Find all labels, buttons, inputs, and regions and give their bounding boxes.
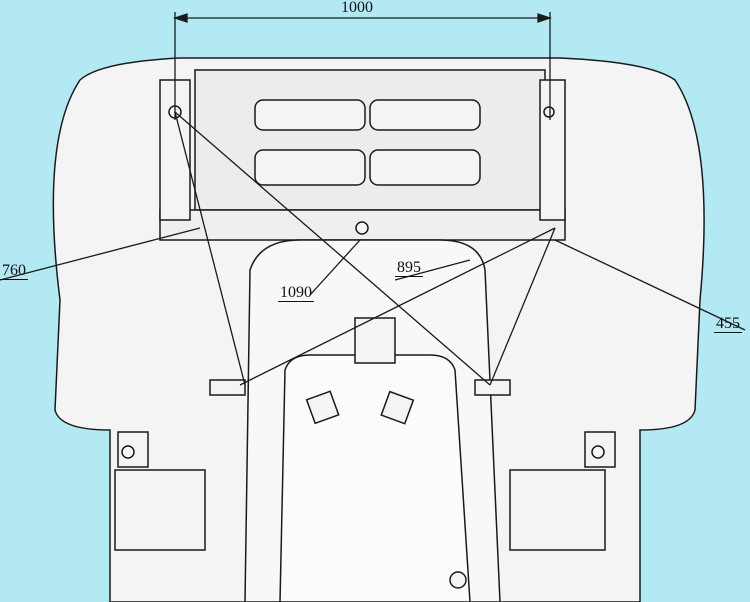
dimension-1000-label: 1000 [341,0,373,16]
dimension-760-label: 760 [0,262,28,280]
rear-crossmember [194,69,546,211]
diag-895 [174,111,491,386]
dimension-895-label: 895 [395,259,423,277]
diag-455 [489,227,556,386]
dimension-1090-label: 1090 [278,284,314,302]
diag-1090 [174,111,246,386]
dimension-455-label: 455 [714,315,742,333]
diag-760 [239,227,556,386]
